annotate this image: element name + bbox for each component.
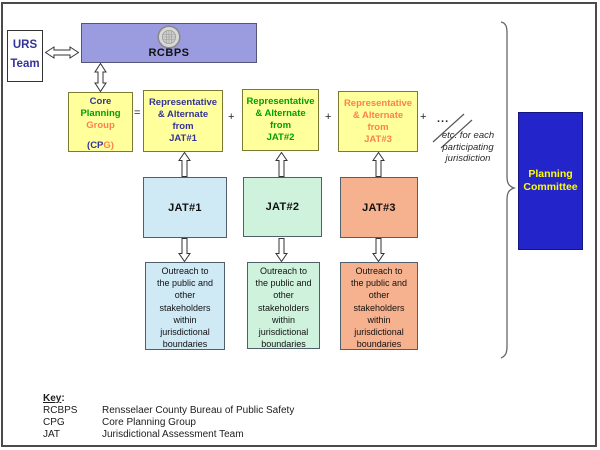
- key-abbr-cpg: CPG: [43, 417, 65, 429]
- core-planning-group-box: Core Planning Group (CPG): [68, 92, 133, 152]
- plus-operator-3: +: [420, 111, 427, 123]
- urs-team-box: URS Team: [7, 30, 43, 82]
- key-abbr-jat: JAT: [43, 429, 61, 441]
- etc-note-line1: etc. for each: [441, 130, 495, 141]
- etc-note: etc. for each participating jurisdiction: [432, 130, 504, 165]
- cpg-line-planning: Planning: [80, 108, 121, 119]
- key-table: RCBPS Rensselaer County Bureau of Public…: [43, 405, 294, 442]
- representative-jat3-box: Representative & Alternate from JAT#3: [338, 91, 418, 152]
- outreach-jat3-box: Outreach to the public and other stakeho…: [340, 262, 418, 350]
- urs-team-line1: URS: [12, 39, 38, 51]
- cpg-abbr-close: G): [103, 140, 114, 151]
- representative-jat2-box: Representative & Alternate from JAT#2: [242, 89, 319, 151]
- key-abbr-rcbps: RCBPS: [43, 405, 78, 416]
- key-title-colon: :: [61, 393, 65, 404]
- urs-team-line2: Team: [10, 58, 40, 70]
- rcbps-cpg-double-arrow-icon: [94, 63, 107, 92]
- urs-rcbps-double-arrow-icon: [45, 46, 79, 59]
- sequence-break-slashes-icon: [432, 113, 473, 149]
- rcbps-seal-icon: [157, 25, 181, 49]
- planning-committee-box: Planning Committee: [518, 112, 583, 250]
- grouping-brace-icon: [500, 21, 517, 359]
- key-title-text: Key: [43, 393, 62, 404]
- outreach-jat1-box: Outreach to the public and other stakeho…: [145, 262, 225, 350]
- jat1-box: JAT#1: [143, 177, 227, 238]
- jat1-up-arrow-icon: [178, 152, 191, 177]
- cpg-line-group: Group: [86, 120, 115, 131]
- cpg-abbr: (CPG): [69, 140, 132, 152]
- representative-jat1-box: Representative & Alternate from JAT#1: [143, 90, 223, 152]
- equals-operator: =: [134, 107, 141, 119]
- jat2-up-arrow-icon: [275, 152, 288, 177]
- jat3-up-arrow-icon: [372, 152, 385, 177]
- key-def-jat: Jurisdictional Assessment Team: [102, 429, 244, 441]
- jat1-down-arrow-icon: [178, 238, 191, 262]
- jat2-down-arrow-icon: [275, 238, 288, 262]
- key-def-rcbps: Rensselaer County Bureau of Public Safet…: [102, 405, 295, 416]
- cpg-abbr-open: (CP: [87, 140, 104, 151]
- ellipsis: ...: [437, 113, 450, 125]
- key-def-cpg: Core Planning Group: [102, 417, 196, 429]
- key-section: Key: RCBPS Rensselaer County Bureau of P…: [43, 392, 294, 442]
- jat2-box: JAT#2: [243, 177, 322, 237]
- cpg-line-core: Core: [89, 96, 112, 107]
- outreach-jat2-box: Outreach to the public and other stakeho…: [247, 262, 320, 349]
- etc-note-line3: jurisdiction: [445, 153, 491, 164]
- jat3-down-arrow-icon: [372, 238, 385, 262]
- rcbps-box: RCBPS: [81, 23, 257, 63]
- rcbps-label: RCBPS: [148, 47, 190, 59]
- etc-note-line2: participating: [442, 141, 494, 153]
- plus-operator-2: +: [325, 111, 332, 123]
- key-title: Key:: [43, 392, 294, 405]
- jat3-box: JAT#3: [340, 177, 418, 238]
- plus-operator-1: +: [228, 111, 235, 123]
